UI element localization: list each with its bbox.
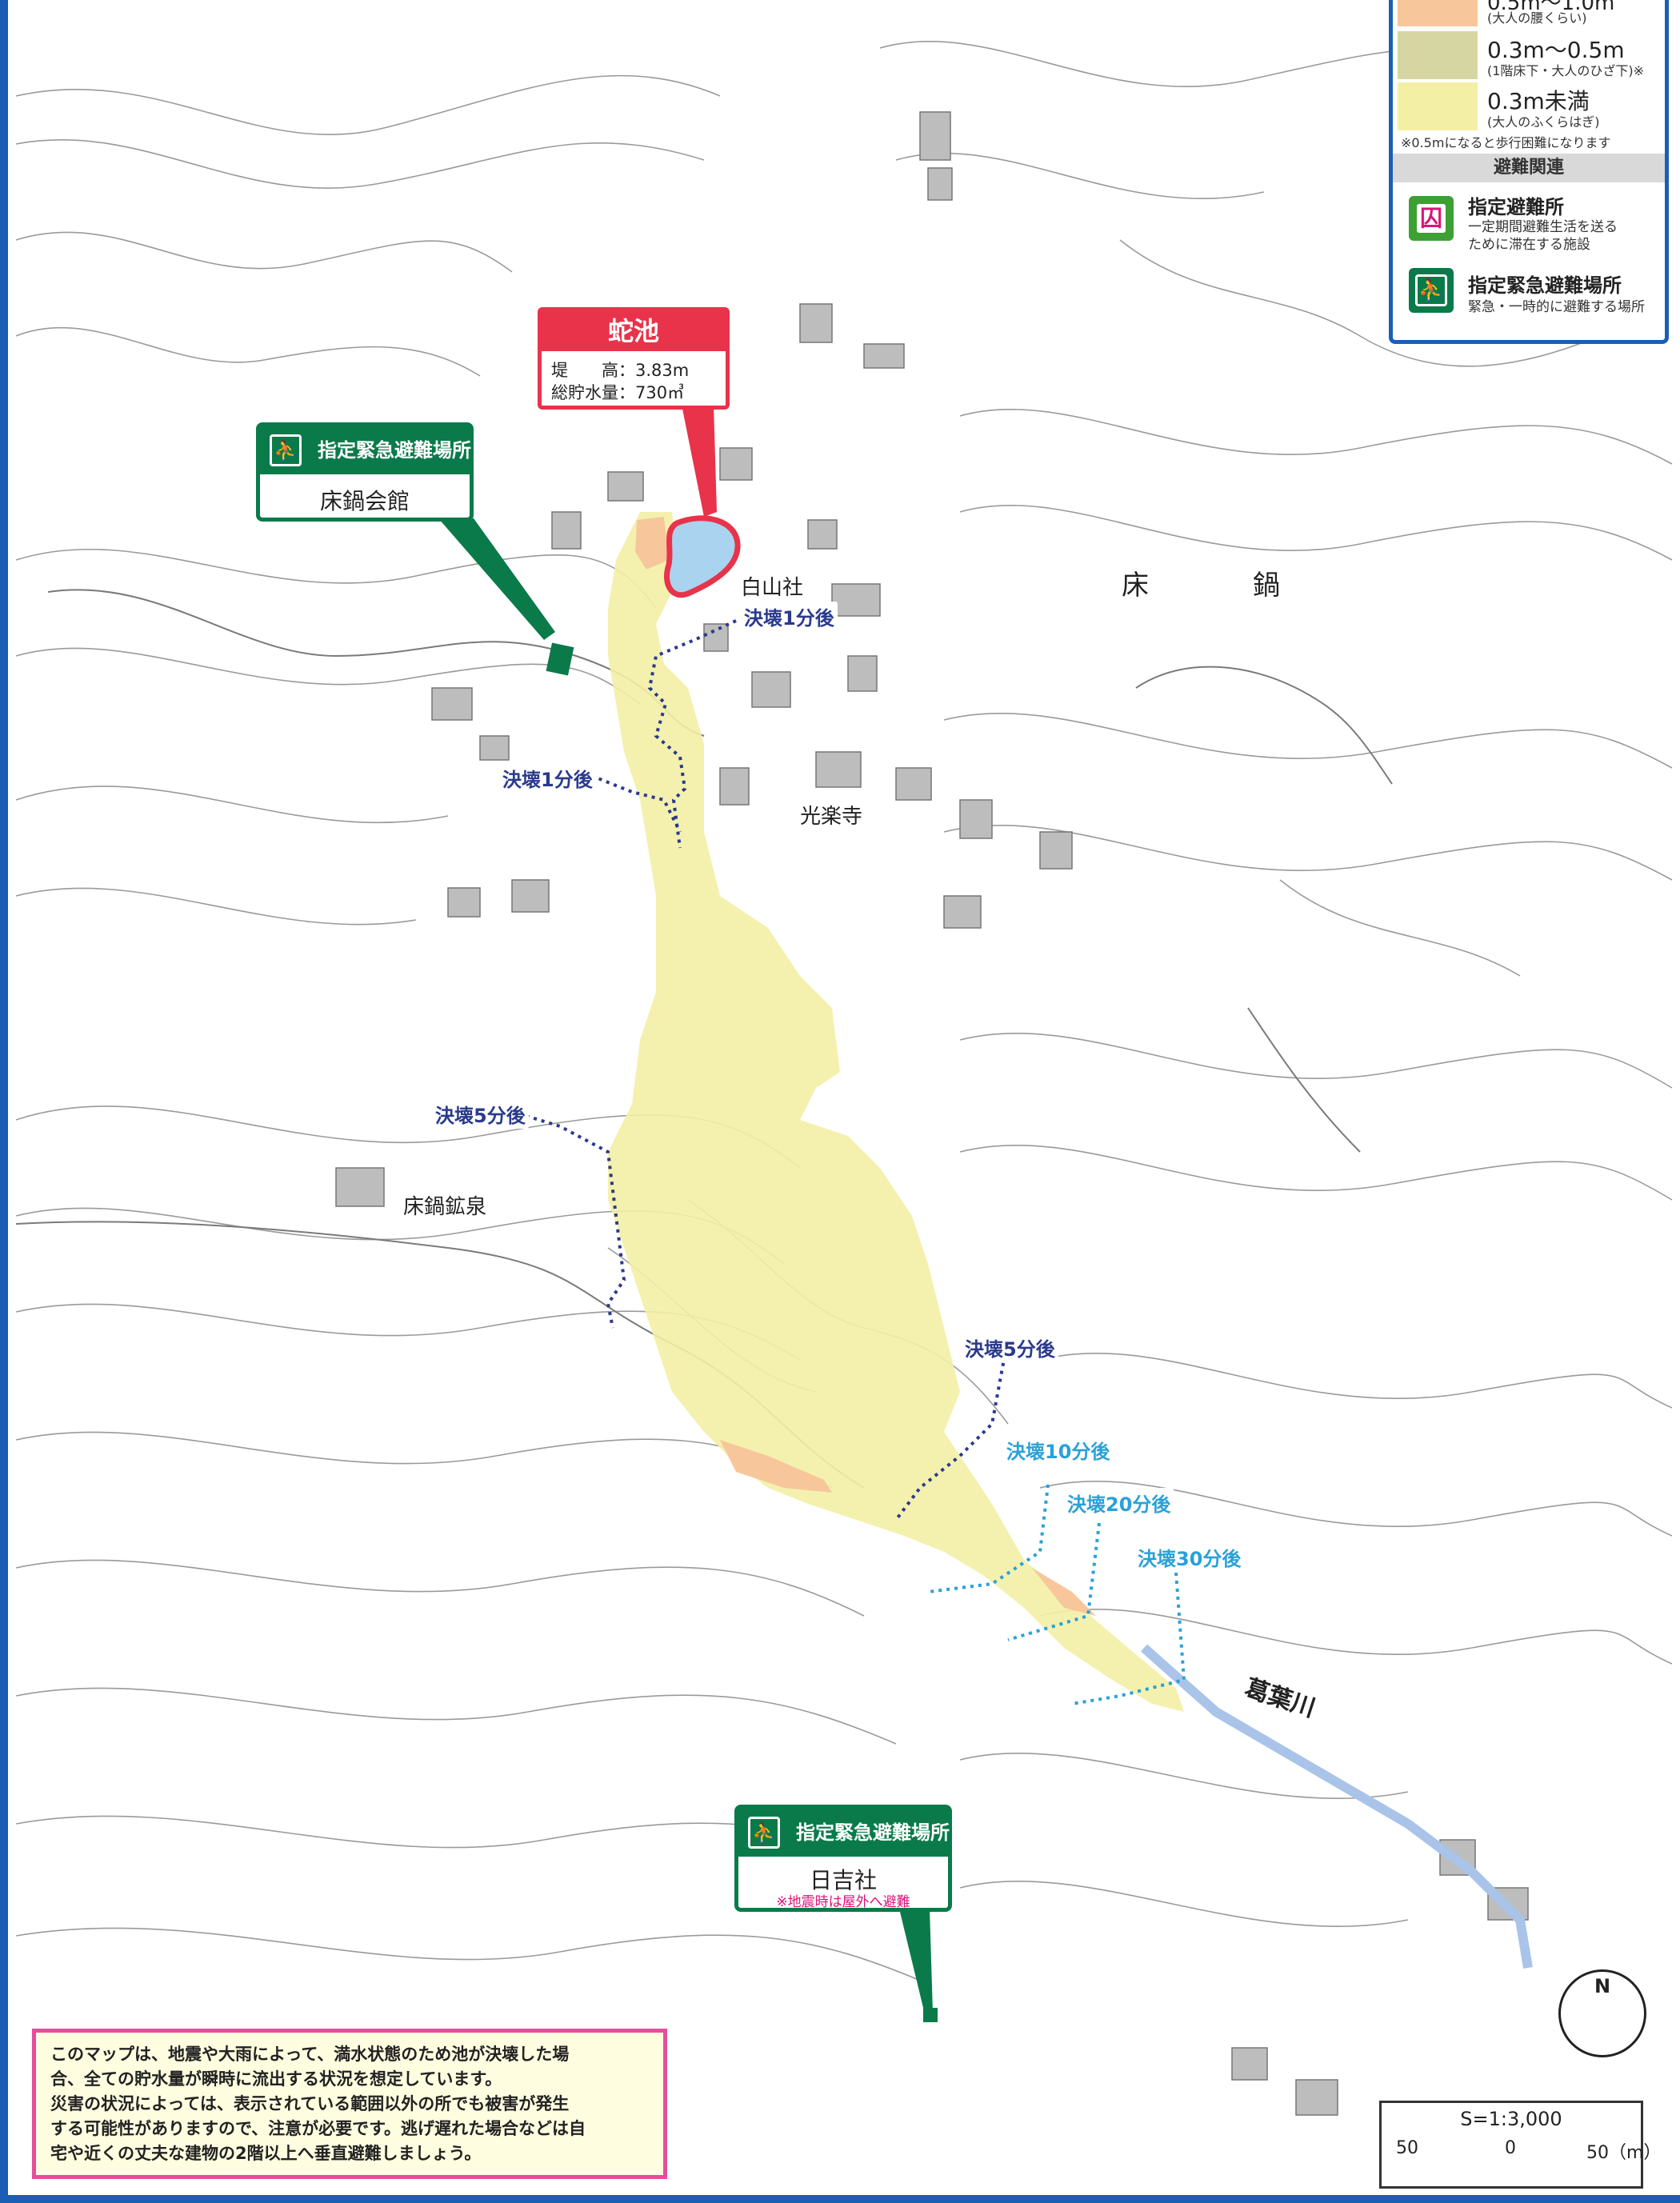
scale-ratio: S=1:3,000 xyxy=(1460,2108,1562,2130)
depth-label: 0.5m〜1.0m xyxy=(1487,0,1615,15)
emergency-evacuation-icon: ⛹ xyxy=(270,434,302,466)
shelter-callout-hiyoshi-shrine[interactable]: ⛹ 指定緊急避難場所 日吉社 ※地震時は屋外へ避難 xyxy=(734,1805,952,1912)
pond-callout-pointer xyxy=(682,405,717,517)
depth-swatch-orange xyxy=(1398,0,1478,26)
shelter-callout-pointer-2 xyxy=(899,1909,933,2014)
pond-volume-value: 730㎥ xyxy=(635,383,685,402)
north-compass: N xyxy=(1558,1969,1646,2057)
label-tokonabe-onsen: 床鍋鉱泉 xyxy=(403,1195,487,1219)
depth-sub: (大人の腰くらい) xyxy=(1487,10,1587,26)
shelter-earthquake-note: ※地震時は屋外へ避難 xyxy=(776,1894,910,1910)
shelter-callout-tokonabe-hall[interactable]: ⛹ 指定緊急避難場所 床鍋会館 xyxy=(256,422,474,522)
scale-tick-middle: 0 xyxy=(1505,2138,1516,2158)
north-letter: N xyxy=(1594,1975,1611,1997)
emergency-evacuation-icon: ⛹ xyxy=(748,1817,780,1849)
breach-10min-label: 決壊10分後 xyxy=(1003,1435,1114,1465)
notice-line-2: 合、全ての貯水量が瞬時に流出する状況を想定しています。 xyxy=(50,2069,502,2089)
depth-label: 0.3m未満 xyxy=(1487,88,1590,114)
breach-5min-label-b: 決壊5分後 xyxy=(962,1333,1058,1362)
emergency-site-title: 指定緊急避難場所 xyxy=(1468,274,1622,297)
pond-height-value: 3.83m xyxy=(635,361,690,380)
emergency-evacuation-icon: ⛹ xyxy=(1409,268,1454,313)
scale-tick-left: 50 xyxy=(1396,2138,1418,2158)
shelter-type-label: 指定緊急避難場所 xyxy=(318,439,471,462)
pond-height: 堤 高：3.83m xyxy=(551,361,690,380)
shelter-type-header: ⛹ 指定緊急避難場所 xyxy=(260,426,471,474)
pond-height-label: 堤 高 xyxy=(551,361,618,380)
shelter-icon: 囚 xyxy=(1409,196,1454,241)
depth-swatch-olive xyxy=(1398,31,1478,79)
notice-line-3: 災害の状況によっては、表示されている範囲以外の所でも被害が発生 xyxy=(50,2094,570,2113)
legend-depth-0.5-1.0: 0.5m〜1.0m (大人の腰くらい) xyxy=(1398,0,1660,26)
legend-walking-note: ※0.5mになると歩行困難になります xyxy=(1401,135,1611,150)
notice-line-4: する可能性がありますので、注意が必要です。逃げ遅れた場合などは自 xyxy=(50,2119,586,2138)
depth-swatch-yellow xyxy=(1398,82,1478,130)
legend-depth-0.3-0.5: 0.3m〜0.5m (1階床下・大人のひざ下)※ xyxy=(1398,31,1660,79)
pond-snake-pond xyxy=(664,515,741,598)
notice-line-1: このマップは、地震や大雨によって、満水状態のため池が決壊した場 xyxy=(50,2045,570,2064)
shelter-callout-pointer-1 xyxy=(438,518,555,640)
breach-5min-label-a: 決壊5分後 xyxy=(432,1099,529,1129)
breach-20min-label: 決壊20分後 xyxy=(1064,1488,1174,1517)
designated-shelter-desc-1: 一定期間避難生活を送る xyxy=(1468,219,1618,235)
shelter-marker-tokonabe-hall[interactable] xyxy=(546,642,574,676)
pond-volume: 総貯水量：730㎥ xyxy=(551,383,685,402)
legend-depth-under-0.3: 0.3m未満 (大人のふくらはぎ) xyxy=(1398,82,1660,130)
label-hakusan-shrine: 白山社 xyxy=(741,576,804,600)
shelter-type-label: 指定緊急避難場所 xyxy=(796,1821,950,1844)
disclaimer-notice: このマップは、地震や大雨によって、満水状態のため池が決壊した場 合、全ての貯水量… xyxy=(32,2029,667,2179)
depth-sub: (大人のふくらはぎ) xyxy=(1487,114,1600,130)
label-korakuji-temple: 光楽寺 xyxy=(800,805,863,829)
emergency-icon-glyph: ⛹ xyxy=(1415,274,1447,306)
breach-30min-label: 決壊30分後 xyxy=(1134,1542,1245,1572)
designated-shelter-desc-2: ために滞在する施設 xyxy=(1468,237,1590,253)
flood-extent-shallow xyxy=(608,512,1184,1712)
shelter-marker-hiyoshi-shrine[interactable] xyxy=(923,2008,938,2022)
breach-time-lines xyxy=(518,619,1186,1705)
breach-1min-label-a: 決壊1分後 xyxy=(741,602,838,631)
designated-shelter-title: 指定避難所 xyxy=(1468,196,1564,218)
shelter-name: 床鍋会館 xyxy=(319,488,410,514)
notice-line-5: 宅や近くの丈夫な建物の2階以上へ垂直避難しましょう。 xyxy=(50,2144,482,2163)
emergency-site-desc: 緊急・一時的に避難する場所 xyxy=(1468,299,1645,315)
breach-1min-label-b: 決壊1分後 xyxy=(499,763,596,793)
pond-callout[interactable]: 蛇池 堤 高：3.83m 総貯水量：730㎥ xyxy=(538,307,730,410)
depth-sub: (1階床下・大人のひざ下)※ xyxy=(1487,63,1645,78)
pond-volume-label: 総貯水量 xyxy=(551,383,618,402)
shelter-icon-glyph: 囚 xyxy=(1417,204,1446,233)
legend-evacuation-heading: 避難関連 xyxy=(1393,154,1665,182)
legend-panel: 0.5m〜1.0m (大人の腰くらい) 0.3m〜0.5m (1階床下・大人のひ… xyxy=(1389,0,1669,344)
label-tokonabe-area: 床 鍋 xyxy=(1122,570,1318,602)
river xyxy=(1141,1644,1533,1969)
shelter-name: 日吉社 xyxy=(809,1867,877,1893)
pond-name: 蛇池 xyxy=(542,311,726,351)
shelter-type-header: ⛹ 指定緊急避難場所 xyxy=(738,1809,950,1857)
scale-tick-right: 50（m） xyxy=(1586,2143,1662,2163)
scale-box: S=1:3,000 50 0 50（m） xyxy=(1379,2101,1661,2189)
depth-label: 0.3m〜0.5m xyxy=(1487,37,1625,63)
